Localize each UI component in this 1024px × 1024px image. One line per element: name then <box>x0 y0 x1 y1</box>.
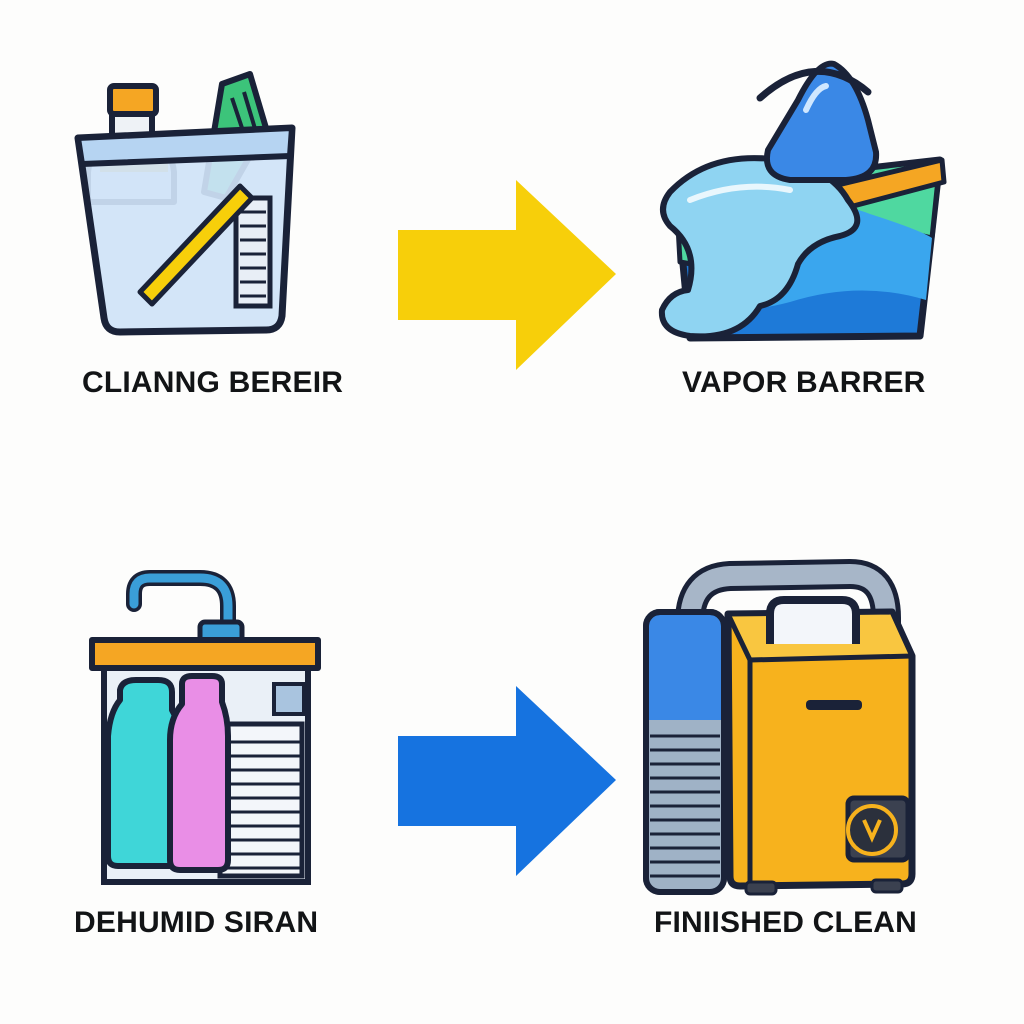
step-label: CLIANNG BEREIR <box>82 366 344 399</box>
step-finished: FINIISHED CLEAN <box>620 540 1024 980</box>
vapor-barrier-icon <box>658 60 947 342</box>
vacuum-machine-icon <box>643 558 916 896</box>
right-arrow-icon <box>398 686 616 876</box>
cleaning-bucket-icon <box>74 71 296 336</box>
step-label: DEHUMID SIRAN <box>74 906 319 939</box>
step-dehumidifier: DEHUMID SIRAN <box>0 560 400 980</box>
step-label: FINIISHED CLEAN <box>654 906 918 939</box>
step-cleaning: CLIANNG BEREIR <box>0 0 400 420</box>
step-label: VAPOR BARRER <box>682 366 926 399</box>
step-vapor-barrier: VAPOR BARRER <box>620 0 1024 420</box>
right-arrow-icon <box>398 180 616 370</box>
dehumidifier-supplies-icon <box>89 570 321 885</box>
